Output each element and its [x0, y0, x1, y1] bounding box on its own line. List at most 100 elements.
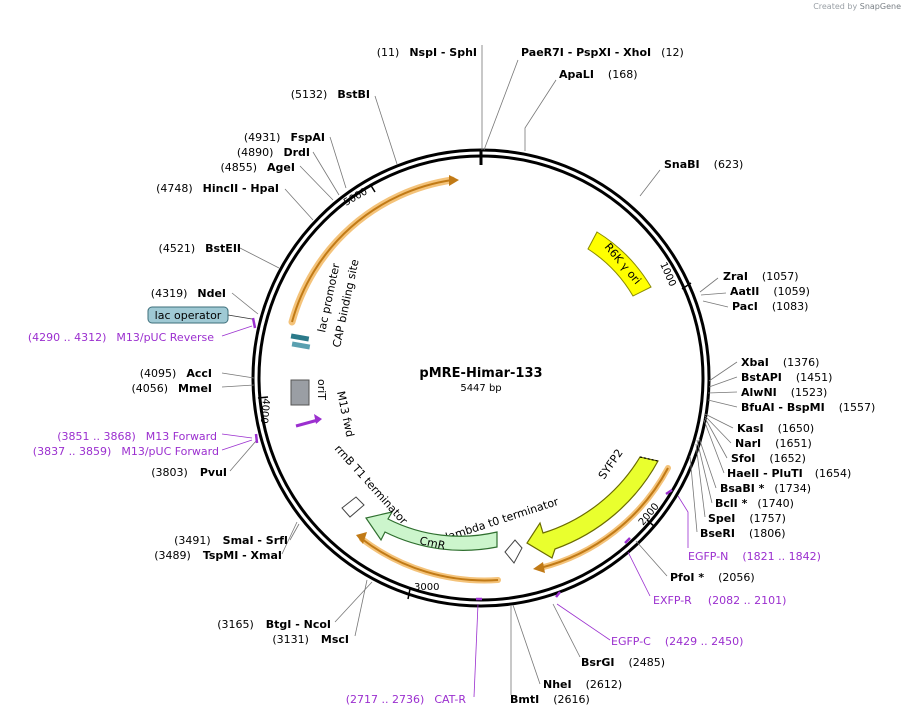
site-name-mmei: MmeI	[178, 382, 212, 395]
m13-fwd-arrowhead	[314, 414, 322, 424]
m13-fwd-arrow	[295, 418, 319, 428]
lac-promoter-arc-glow	[288, 176, 456, 326]
site-name-bcli: BclI *	[715, 497, 748, 510]
site-label-bseri[interactable]: BseRI(1806)	[700, 527, 786, 540]
site-name-spei: SpeI	[708, 512, 735, 525]
site-label-paer7i[interactable]: PaeR7I - PspXI - XhoI(12)	[521, 46, 684, 59]
site-label-pvui[interactable]: (3803)PvuI	[151, 466, 227, 479]
site-name-nari: NarI	[735, 437, 761, 450]
leader-nari	[704, 415, 732, 444]
leader-bstbi	[374, 95, 398, 165]
leader-zrai	[699, 277, 719, 293]
site-label-bstbi[interactable]: (5132)BstBI	[291, 88, 370, 101]
feature-rrnb-t1-terminator[interactable]: rrnB T1 terminator	[332, 442, 410, 527]
site-label-msci[interactable]: (3131)MscI	[272, 633, 349, 646]
site-label-zrai[interactable]: ZraI(1057)	[723, 270, 799, 283]
primer-label-m13-puc-forward[interactable]: (3837 .. 3859)M13/pUC Forward	[33, 445, 219, 458]
site-pos-bsrgi: (2485)	[628, 656, 665, 669]
site-name-smai: SmaI - SrfI	[223, 534, 288, 547]
site-pos-alwni: (1523)	[791, 386, 828, 399]
site-label-spei[interactable]: SpeI(1757)	[708, 512, 786, 525]
site-label-bsteii[interactable]: (4521)BstEII	[159, 242, 241, 255]
site-label-btgi[interactable]: (3165)BtgI - NcoI	[217, 618, 331, 631]
leader-pfoi	[635, 540, 668, 577]
primer-label-egfp-n[interactable]: EGFP-N(1821 .. 1842)	[688, 550, 821, 563]
primer-range-m13-forward: (3851 .. 3868)	[57, 430, 136, 443]
rrnb-t1-terminator-label: rrnB T1 terminator	[332, 442, 410, 527]
plasmid-name: pMRE-Himar-133	[419, 366, 542, 381]
site-label-paci[interactable]: PacI(1083)	[732, 300, 808, 313]
site-label-bstapi[interactable]: BstAPI(1451)	[741, 371, 832, 384]
site-pos-drdi: (4890)	[237, 146, 274, 159]
site-name-bstbi: BstBI	[337, 88, 370, 101]
site-name-bmti: BmtI	[510, 693, 539, 706]
site-label-ndei[interactable]: (4319)NdeI	[151, 287, 226, 300]
lac-promoter-arc	[291, 179, 453, 323]
site-name-tspmi: TspMI - XmaI	[203, 549, 282, 562]
site-label-acci[interactable]: (4095)AccI	[140, 367, 212, 380]
leader-bseri	[689, 455, 698, 533]
site-label-agei[interactable]: (4855)AgeI	[220, 161, 295, 174]
site-label-nspi[interactable]: (11)NspI - SphI	[377, 46, 477, 59]
site-pos-ndei: (4319)	[151, 287, 188, 300]
site-pos-mmei: (4056)	[131, 382, 168, 395]
feature-r6k-ori[interactable]: R6K γ ori	[587, 231, 652, 297]
site-label-bfuai[interactable]: BfuAI - BspMI(1557)	[741, 401, 875, 414]
site-label-hincii[interactable]: (4748)HincII - HpaI	[156, 182, 279, 195]
lambda-t0-terminator-glyph	[504, 539, 523, 564]
site-pos-bcli: (1740)	[757, 497, 794, 510]
site-label-apali[interactable]: ApaLI(168)	[559, 68, 638, 81]
site-label-tspmi[interactable]: (3489)TspMI - XmaI	[154, 549, 282, 562]
feature-orit[interactable]: oriT	[290, 379, 328, 406]
feature-lac-promoter[interactable]	[288, 175, 459, 326]
site-pos-smai: (3491)	[174, 534, 211, 547]
mark-m13-puc-fwd	[254, 433, 259, 444]
site-label-sfoi[interactable]: SfoI(1652)	[731, 452, 806, 465]
site-label-fspai[interactable]: (4931)FspAI	[244, 131, 325, 144]
site-label-aatii[interactable]: AatII(1059)	[730, 285, 810, 298]
primer-name-exfp-r: EXFP-R	[653, 594, 692, 607]
tick-4000-label: 4000	[258, 398, 271, 424]
site-label-nhei[interactable]: NheI(2612)	[543, 678, 622, 691]
primer-label-cat-r[interactable]: (2717 .. 2736)CAT-R	[346, 693, 467, 706]
site-label-bsabi[interactable]: BsaBI *(1734)	[720, 482, 811, 495]
site-label-kasi[interactable]: KasI(1650)	[737, 422, 814, 435]
mark-exfp-r	[624, 537, 631, 544]
leader-aatii	[700, 292, 727, 296]
leader-paer7i	[483, 59, 519, 151]
lac-promoter-arrowhead	[449, 175, 459, 186]
primer-label-egfp-c[interactable]: EGFP-C(2429 .. 2450)	[611, 635, 743, 648]
primer-name-m13-puc-reverse: M13/pUC Reverse	[116, 331, 214, 344]
feature-lac-operator[interactable]: lac operator	[147, 306, 253, 324]
site-label-bmti[interactable]: BmtI(2616)	[510, 693, 590, 706]
feature-cmr[interactable]: CmR	[365, 511, 498, 552]
site-label-bsrgi[interactable]: BsrGI(2485)	[581, 656, 665, 669]
site-label-snabi[interactable]: SnaBI(623)	[664, 158, 743, 171]
site-label-bcli[interactable]: BclI * (1740)	[715, 497, 794, 510]
site-label-nari[interactable]: NarI(1651)	[735, 437, 812, 450]
site-label-pfoi[interactable]: PfoI *(2056)	[670, 571, 755, 584]
site-label-alwni[interactable]: AlwNI(1523)	[741, 386, 827, 399]
leader-paci	[702, 300, 729, 308]
primer-range-egfp-n: (1821 .. 1842)	[742, 550, 821, 563]
syfp2-frame-arrowhead	[533, 562, 545, 573]
site-label-xbai[interactable]: XbaI(1376)	[741, 356, 819, 369]
primer-label-exfp-r[interactable]: EXFP-R (2082 .. 2101)	[653, 594, 786, 607]
site-label-mmei[interactable]: (4056) MmeI	[131, 382, 212, 395]
leader-xbai	[708, 361, 738, 382]
primer-label-m13-forward[interactable]: (3851 .. 3868)M13 Forward	[57, 430, 217, 443]
orit-label: oriT	[315, 379, 328, 400]
leader-egfp-c	[556, 603, 611, 641]
site-pos-kasi: (1650)	[778, 422, 815, 435]
site-label-haeii[interactable]: HaeII - PluTI(1654)	[727, 467, 851, 480]
leader-alwni	[707, 391, 738, 394]
site-name-nspi: NspI - SphI	[409, 46, 477, 59]
site-name-pfoi: PfoI *	[670, 571, 704, 584]
primer-range-exfp-r: (2082 .. 2101)	[708, 594, 787, 607]
site-pos-btgi: (3165)	[217, 618, 254, 631]
site-label-smai[interactable]: (3491) SmaI - SrfI	[174, 534, 288, 547]
primer-label-m13-puc-reverse[interactable]: (4290 .. 4312)M13/pUC Reverse	[28, 331, 214, 344]
site-pos-bstapi: (1451)	[796, 371, 833, 384]
site-label-drdi[interactable]: (4890)DrdI	[237, 146, 310, 159]
